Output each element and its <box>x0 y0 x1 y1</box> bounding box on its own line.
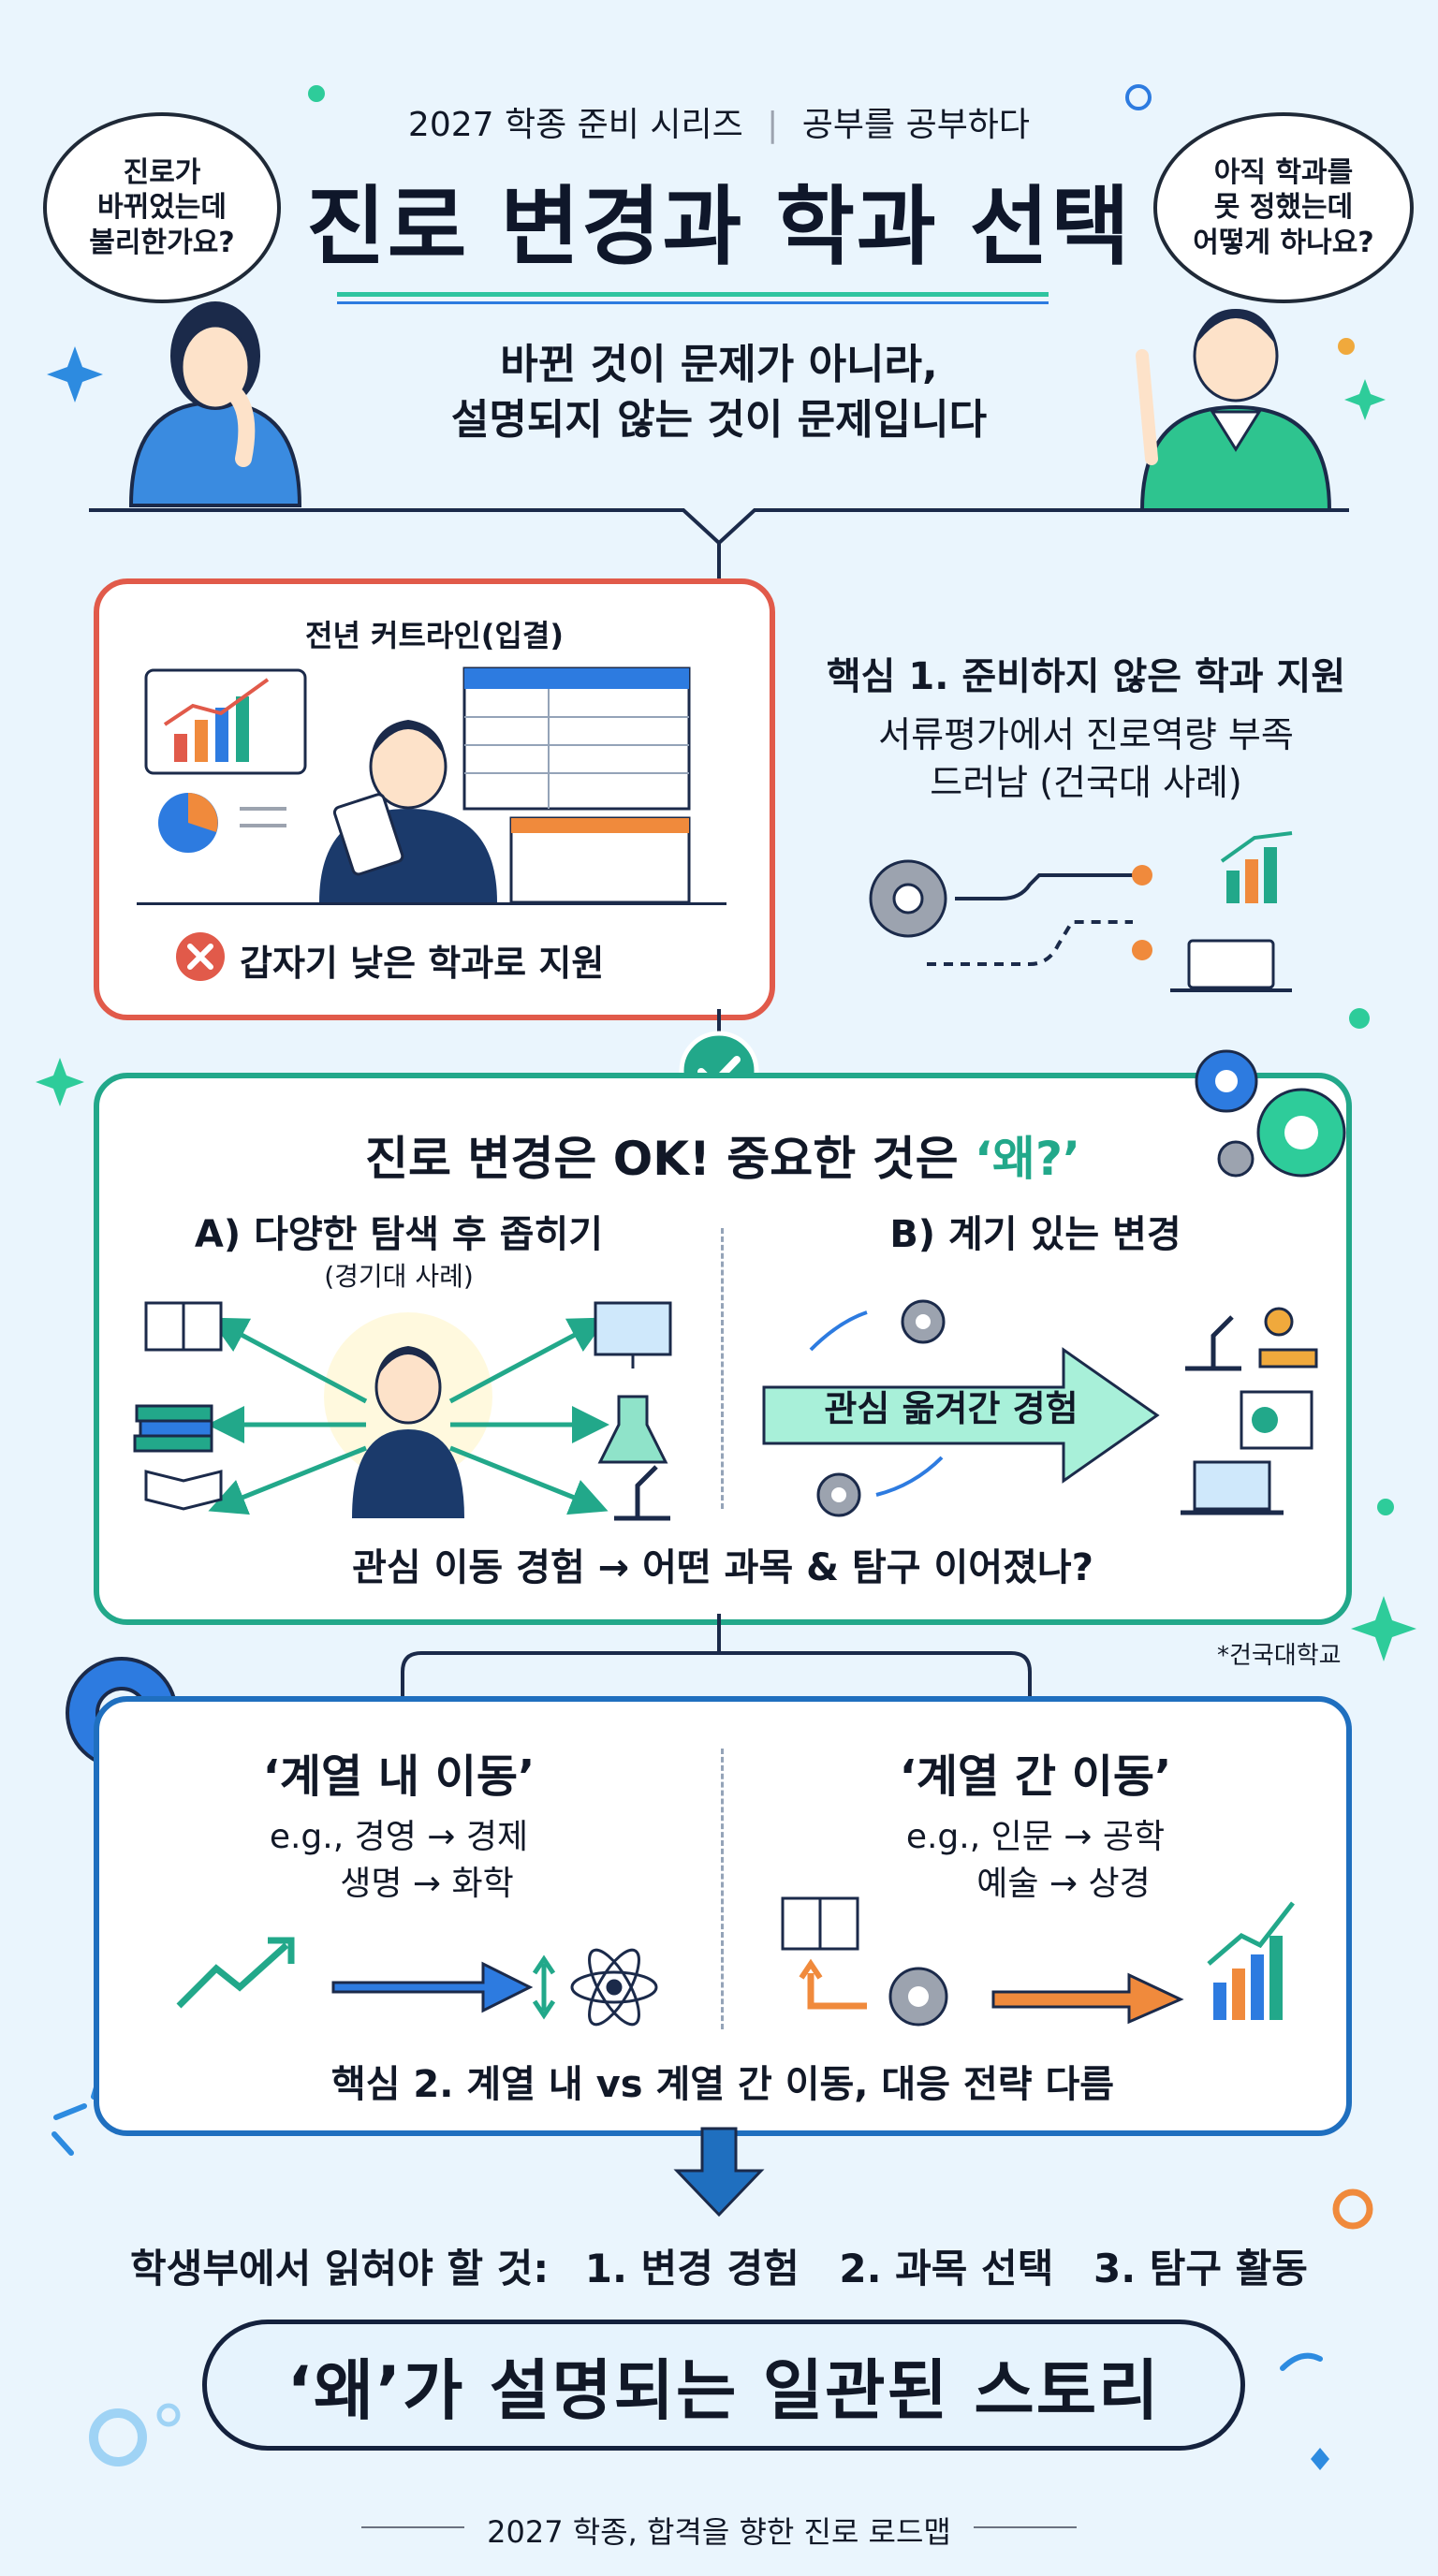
option-divider <box>721 1228 724 1509</box>
read-item-2: 2. 과목 선택 <box>839 2246 1054 2291</box>
read-item-3: 3. 탐구 활동 <box>1093 2246 1308 2291</box>
subtitle: 바뀐 것이 문제가 아니라, 설명되지 않는 것이 문제입니다 <box>0 337 1438 448</box>
why-title: 진로 변경은 OK! 중요한 것은 ‘왜?’ <box>99 1121 1346 1189</box>
cross-track-title: ‘계열 간 이동’ <box>899 1750 1172 1803</box>
connector-mid <box>717 1009 721 1046</box>
read-label: 학생부에서 읽혀야 할 것: <box>130 2246 550 2291</box>
within-track-examples: e.g., 경영 → 경제 생명 → 화학 <box>137 1814 661 1909</box>
connector-top <box>89 508 1349 580</box>
cutline-card: 전년 커트라인(입결) 갑자기 낮은 학과로 지원 <box>94 578 775 1020</box>
series-label: 2027 학종 준비 시리즈 <box>407 106 743 144</box>
subtitle-line-2: 설명되지 않는 것이 문제입니다 <box>450 396 988 445</box>
within-track-title: ‘계열 내 이동’ <box>262 1750 536 1803</box>
cutline-card-title: 전년 커트라인(입결) <box>305 618 564 653</box>
thinking-student-icon <box>128 301 302 507</box>
within-example-2: 생명 → 화학 <box>340 1865 514 1904</box>
footer-rule-right <box>974 2526 1077 2528</box>
separator: | <box>767 106 779 144</box>
key1-title: 핵심 1. 준비하지 않은 학과 지원 <box>826 655 1346 698</box>
exploration-illustration <box>133 1301 672 1521</box>
roadmap-footer: 2027 학종, 합격을 향한 진로 로드맵 <box>487 2514 951 2550</box>
option-a-title: A) 다양한 탐색 후 좁히기 <box>194 1213 604 1256</box>
gear-icon <box>888 1967 948 2027</box>
option-b-title: B) 계기 있는 변경 <box>889 1213 1181 1256</box>
books-stack-icon <box>133 1404 213 1453</box>
why-title-prefix: 진로 변경은 OK! 중요한 것은 <box>364 1132 976 1186</box>
monitor-icon <box>594 1301 672 1368</box>
cutline-warning: 갑자기 낮은 학과로 지원 <box>240 943 605 984</box>
source-note: *건국대학교 <box>1217 1642 1342 1670</box>
arrow-label: 관심 옮겨간 경험 <box>824 1388 1078 1429</box>
read-list: 학생부에서 읽혀야 할 것: 1. 변경 경험 2. 과목 선택 3. 탐구 활… <box>0 2237 1438 2294</box>
key1-desc: 서류평가에서 진로역량 부족 드러남 (건국대 사례) <box>786 711 1386 808</box>
turning-point-illustration <box>762 1299 1318 1517</box>
option-a-note: (경기대 사례) <box>324 1261 474 1292</box>
divider <box>137 902 726 905</box>
title-underline-2 <box>337 301 1049 304</box>
book-icon <box>781 1896 859 1951</box>
gears-icon <box>1195 1049 1346 1178</box>
story-pill: ‘왜’가 설명되는 일관된 스토리 <box>202 2320 1245 2451</box>
subtitle-line-1: 바뀐 것이 문제가 아니라, <box>500 341 938 388</box>
key1-desc-line-2: 드러남 (건국대 사례) <box>930 762 1242 804</box>
gear-icon <box>901 1299 946 1344</box>
down-arrow-icon <box>673 2127 765 2217</box>
cross-track-illustration <box>781 1896 1295 2027</box>
page-title: 진로 변경과 학과 선택 <box>306 177 1132 277</box>
left-speech-bubble: 진로가 바뀌었는데 불리한가요? <box>43 112 281 303</box>
x-icon <box>176 932 225 981</box>
book-icon <box>144 1301 223 1352</box>
microscope-icon <box>614 1465 670 1521</box>
open-book-icon <box>144 1470 223 1511</box>
cutline-illustration <box>144 666 691 904</box>
movement-divider <box>721 1749 724 2029</box>
flask-icon <box>597 1395 668 1464</box>
teacher-pointing-icon <box>1136 309 1332 512</box>
microscope-icon <box>1185 1315 1241 1371</box>
why-card: 진로 변경은 OK! 중요한 것은 ‘왜?’ A) 다양한 탐색 후 좁히기 (… <box>94 1073 1352 1625</box>
process-illustration <box>869 831 1293 992</box>
footer-rule-left <box>361 2526 464 2528</box>
atom-icon <box>570 1948 658 2027</box>
laptop-icon <box>1181 1460 1284 1515</box>
movement-footer: 핵심 2. 계열 내 vs 계열 간 이동, 대응 전략 다름 <box>330 2063 1115 2106</box>
within-example-1: e.g., 경영 → 경제 <box>269 1818 529 1856</box>
connector-lower <box>401 1614 1032 1698</box>
whiteboard-icon <box>1240 1390 1313 1450</box>
read-item-1: 1. 변경 경험 <box>584 2246 800 2291</box>
cross-example-2: 예술 → 상경 <box>976 1865 1151 1904</box>
title-underline-1 <box>337 292 1049 297</box>
right-speech-bubble: 아직 학과를 못 정했는데 어떻게 하나요? <box>1153 112 1414 303</box>
gear-icon <box>816 1472 861 1517</box>
series-line: 2027 학종 준비 시리즈 | 공부를 공부하다 <box>0 97 1438 146</box>
why-footer: 관심 이동 경험 → 어떤 과목 & 탐구 이어졌나? <box>352 1546 1093 1589</box>
key1-desc-line-1: 서류평가에서 진로역량 부족 <box>878 714 1294 755</box>
cross-track-examples: e.g., 인문 → 공학 예술 → 상경 <box>773 1814 1298 1909</box>
gear-icon <box>869 859 947 938</box>
movement-card: ‘계열 내 이동’ e.g., 경영 → 경제 생명 → 화학 ‘계열 간 이동… <box>94 1696 1352 2136</box>
series-sub: 공부를 공부하다 <box>801 106 1031 144</box>
bar-chart-icon <box>1207 1901 1295 2020</box>
within-track-illustration <box>176 1937 658 2027</box>
cross-example-1: e.g., 인문 → 공학 <box>905 1818 1166 1856</box>
lamp-icon <box>1258 1307 1318 1368</box>
story-text: ‘왜’가 설명되는 일관된 스토리 <box>286 2351 1161 2429</box>
why-title-highlight: ‘왜?’ <box>975 1132 1081 1186</box>
